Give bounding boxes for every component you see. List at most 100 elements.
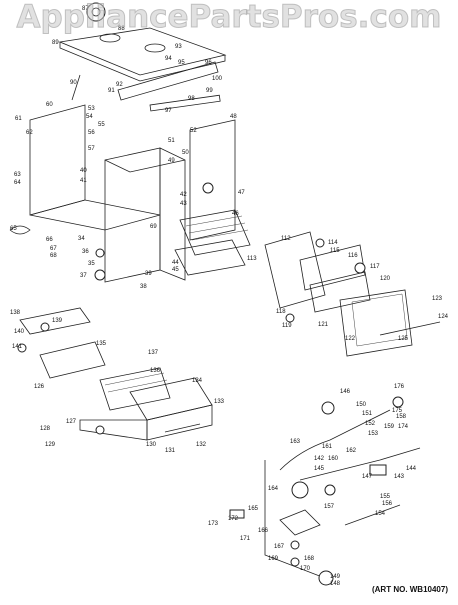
drawer-handle	[164, 423, 201, 433]
callout-94: 94	[165, 56, 172, 62]
callout-56: 56	[88, 130, 95, 136]
drawer-screw	[40, 322, 50, 332]
callout-64: 64	[14, 180, 21, 186]
callout-171: 171	[240, 536, 251, 542]
regulator-part	[291, 481, 309, 499]
callout-121: 121	[318, 322, 329, 328]
nut-part	[290, 557, 300, 567]
broiler-pan	[174, 239, 246, 276]
door-window-frame	[299, 244, 366, 291]
callout-129: 129	[45, 442, 56, 448]
callout-113: 113	[247, 256, 257, 262]
callout-148: 148	[330, 581, 341, 587]
callout-38: 38	[140, 284, 147, 290]
rack-wire	[191, 229, 249, 241]
callout-42: 42	[180, 192, 187, 198]
broiler-grid	[99, 367, 171, 411]
callout-132: 132	[196, 442, 207, 448]
callout-47: 47	[238, 190, 245, 196]
callout-97: 97	[165, 108, 172, 114]
callout-54: 54	[86, 114, 93, 120]
cooktop-assembly	[58, 2, 227, 112]
callout-63: 63	[14, 172, 21, 178]
callout-120: 120	[380, 276, 391, 282]
callout-90: 90	[70, 80, 77, 86]
callout-154: 154	[375, 511, 386, 517]
valve-body	[369, 464, 387, 476]
door-inner-panel	[264, 231, 326, 309]
callout-62: 62	[26, 130, 33, 136]
callout-115: 115	[330, 248, 340, 254]
side-panel-left	[29, 104, 86, 216]
callout-99: 99	[206, 88, 213, 94]
callout-175: 175	[392, 408, 403, 414]
callout-158: 158	[396, 414, 407, 420]
callout-155: 155	[380, 494, 391, 500]
knob-center	[91, 7, 101, 17]
relay-part	[318, 570, 334, 586]
callout-161: 161	[322, 444, 333, 450]
callout-157: 157	[324, 504, 335, 510]
fitting-part	[95, 248, 105, 258]
orifice-part	[324, 484, 336, 496]
callout-150: 150	[356, 402, 367, 408]
callout-57: 57	[88, 146, 95, 152]
oven-body	[9, 104, 251, 283]
callout-95: 95	[178, 60, 185, 66]
callout-152: 152	[365, 421, 376, 427]
callout-87: 87	[82, 6, 89, 12]
callout-168: 168	[304, 556, 315, 562]
grid-line	[104, 372, 165, 386]
callout-147: 147	[362, 474, 373, 480]
callout-149: 149	[330, 574, 341, 580]
callout-49: 49	[168, 158, 175, 164]
door-screw-part	[354, 262, 366, 274]
callout-170: 170	[300, 566, 311, 572]
bracket-part	[279, 509, 321, 536]
callout-67: 67	[50, 246, 57, 252]
terminal-block	[229, 509, 245, 519]
gas-tube	[279, 409, 391, 471]
callout-142: 142	[314, 456, 325, 462]
broiler-rack	[19, 307, 91, 335]
callout-172: 172	[228, 516, 239, 522]
callout-141: 141	[12, 344, 23, 350]
screw-part	[290, 540, 300, 550]
callout-50: 50	[182, 150, 189, 156]
callout-96: 96	[205, 60, 212, 66]
callout-122: 122	[345, 336, 356, 342]
side-panel-right	[189, 119, 236, 241]
callout-130: 130	[146, 442, 157, 448]
storage-drawer-side	[79, 419, 148, 441]
callout-40: 40	[80, 168, 87, 174]
callout-133: 133	[214, 399, 225, 405]
door-handle	[379, 321, 441, 336]
leader-line	[71, 74, 81, 101]
callout-176: 176	[394, 384, 405, 390]
callout-36: 36	[82, 249, 89, 255]
oven-liner-top	[104, 159, 186, 173]
callout-125: 125	[398, 336, 409, 342]
callout-100: 100	[212, 76, 223, 82]
callout-98: 98	[188, 96, 195, 102]
burner-opening-1	[99, 33, 121, 43]
callout-165: 165	[248, 506, 259, 512]
callout-119: 119	[282, 323, 292, 329]
watermark-text: AppliancePartsPros.com	[16, 0, 442, 35]
callout-92: 92	[116, 82, 123, 88]
burner-opening-2	[144, 43, 166, 53]
callout-138: 138	[10, 310, 21, 316]
door-stop-part	[285, 313, 295, 323]
drawer-clip	[17, 343, 27, 353]
switch-part	[392, 396, 404, 408]
callout-41: 41	[80, 178, 87, 184]
callout-174: 174	[398, 424, 409, 430]
callout-66: 66	[46, 237, 53, 243]
rack-wire	[185, 215, 243, 227]
callout-169: 169	[268, 556, 279, 562]
oven-liner-side	[159, 147, 186, 281]
callout-153: 153	[368, 431, 379, 437]
callout-137: 137	[148, 350, 159, 356]
